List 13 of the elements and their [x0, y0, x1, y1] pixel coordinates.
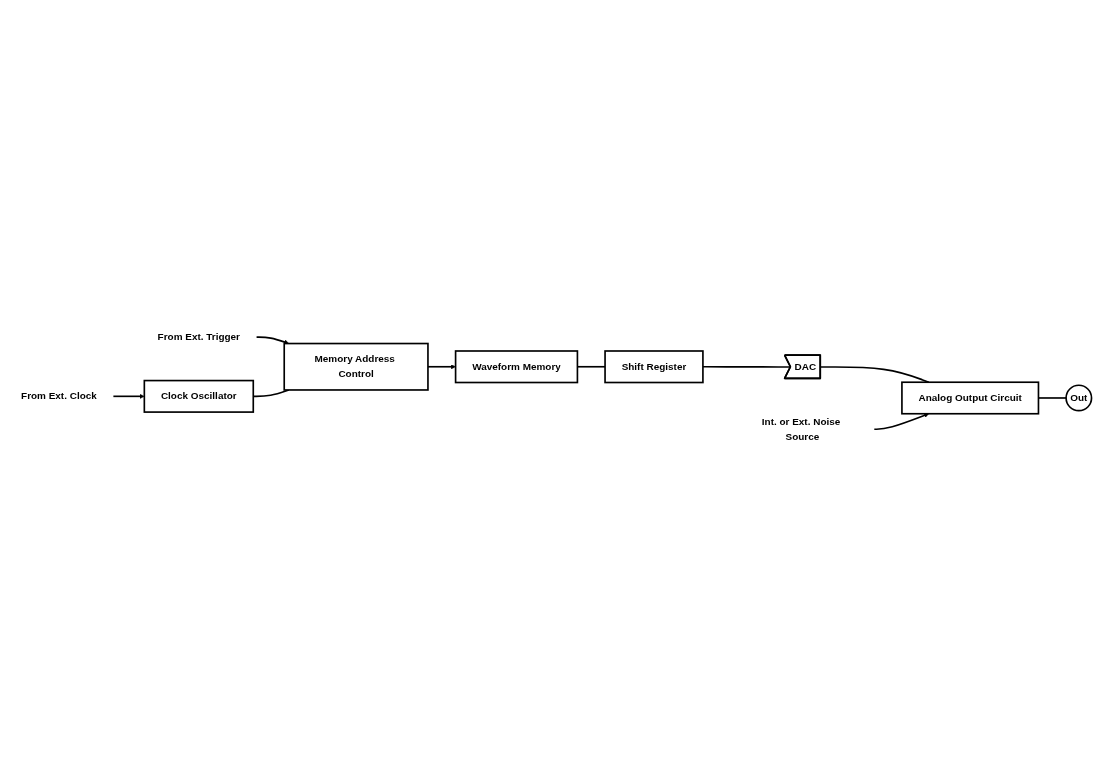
node-box: Analog Output Circuit	[901, 380, 1040, 415]
node-text: Int. or Ext. Noise Source	[761, 415, 841, 442]
node-box: Memory Address Control	[283, 342, 429, 391]
arrow	[112, 393, 145, 399]
node-box: Clock Oscillator	[143, 379, 255, 413]
arrow	[427, 363, 456, 369]
arrow	[873, 412, 929, 430]
arrow	[255, 335, 290, 344]
node-circle: Out	[1065, 384, 1093, 412]
node-text: From Ext. Clock	[21, 390, 97, 402]
node-box: Waveform Memory	[454, 349, 579, 383]
node-text: From Ext. Trigger	[157, 330, 240, 342]
node-box: Shift Register	[604, 349, 704, 383]
